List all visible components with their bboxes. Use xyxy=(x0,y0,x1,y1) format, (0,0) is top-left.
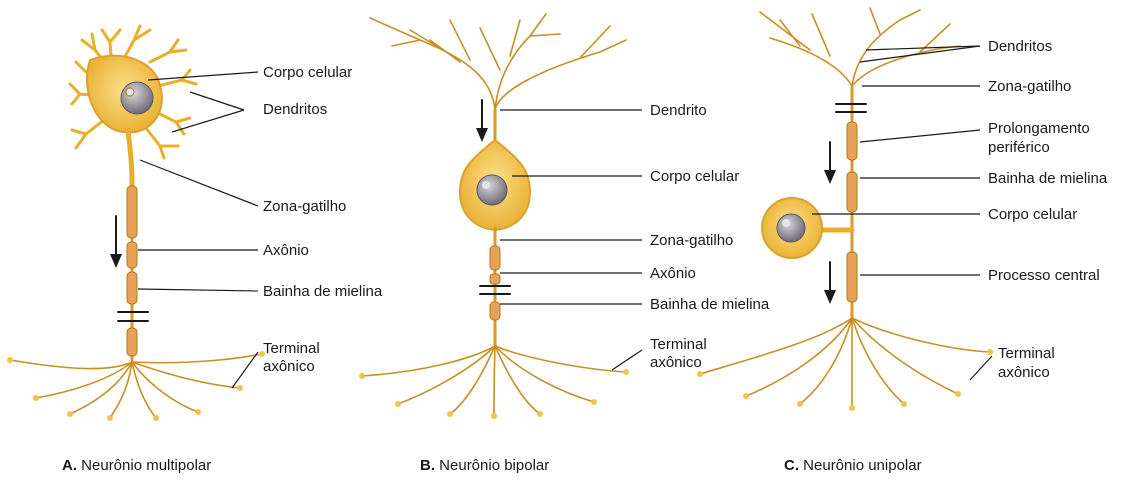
label-a-terminal: Terminal xyxy=(263,340,320,357)
label-c-axonico: axônico xyxy=(998,364,1050,381)
label-c-terminal: Terminal xyxy=(998,345,1055,362)
label-c-corpo-celular: Corpo celular xyxy=(988,206,1078,223)
bipolar-dendrites xyxy=(369,13,627,111)
label-b-terminal: Terminal xyxy=(650,336,707,353)
bipolar-axon-terminals xyxy=(361,345,627,417)
label-b-axonico: axônico xyxy=(650,354,702,371)
multipolar-neuron xyxy=(7,24,265,421)
multipolar-leader-lines xyxy=(137,71,259,389)
label-b-dendrito: Dendrito xyxy=(650,102,707,119)
label-b-corpo-celular: Corpo celular xyxy=(650,168,740,185)
caption-c: C. Neurônio unipolar xyxy=(784,457,922,474)
label-c-bainha-de-mielina: Bainha de mielina xyxy=(988,170,1108,187)
bipolar-neuron xyxy=(359,13,629,419)
label-b-zona-gatilho: Zona-gatilho xyxy=(650,232,734,249)
label-a-axonico: axônico xyxy=(263,358,315,375)
caption-a: A. Neurônio multipolar xyxy=(62,457,211,474)
caption-c-letter: C. xyxy=(784,457,799,474)
label-c-dendritos: Dendritos xyxy=(988,38,1053,55)
label-c-prolongamento: Prolongamento xyxy=(988,120,1090,137)
label-c-processo-central: Processo central xyxy=(988,267,1100,284)
caption-a-text: Neurônio multipolar xyxy=(81,457,212,474)
unipolar-leader-lines xyxy=(812,45,993,381)
label-c-periferico: periférico xyxy=(988,139,1050,156)
unipolar-axon-terminals xyxy=(699,317,991,409)
caption-c-text: Neurônio unipolar xyxy=(803,457,922,474)
label-b-axonio: Axônio xyxy=(650,265,696,282)
label-a-axonio: Axônio xyxy=(263,242,309,259)
caption-b: B. Neurônio bipolar xyxy=(420,457,549,474)
unipolar-dendrites xyxy=(759,7,961,87)
label-a-dendritos: Dendritos xyxy=(263,101,328,118)
label-a-zona-gatilho: Zona-gatilho xyxy=(263,198,347,215)
unipolar-neuron xyxy=(697,7,993,411)
multipolar-axon-terminals xyxy=(9,353,263,419)
label-a-corpo-celular: Corpo celular xyxy=(263,64,353,81)
caption-b-text: Neurônio bipolar xyxy=(439,457,550,474)
label-c-zona-gatilho: Zona-gatilho xyxy=(988,78,1072,95)
caption-a-letter: A. xyxy=(62,457,77,474)
bipolar-leader-lines xyxy=(500,109,643,371)
label-a-bainha-de-mielina: Bainha de mielina xyxy=(263,283,383,300)
label-b-bainha-de-mielina: Bainha de mielina xyxy=(650,296,770,313)
caption-b-letter: B. xyxy=(420,457,435,474)
